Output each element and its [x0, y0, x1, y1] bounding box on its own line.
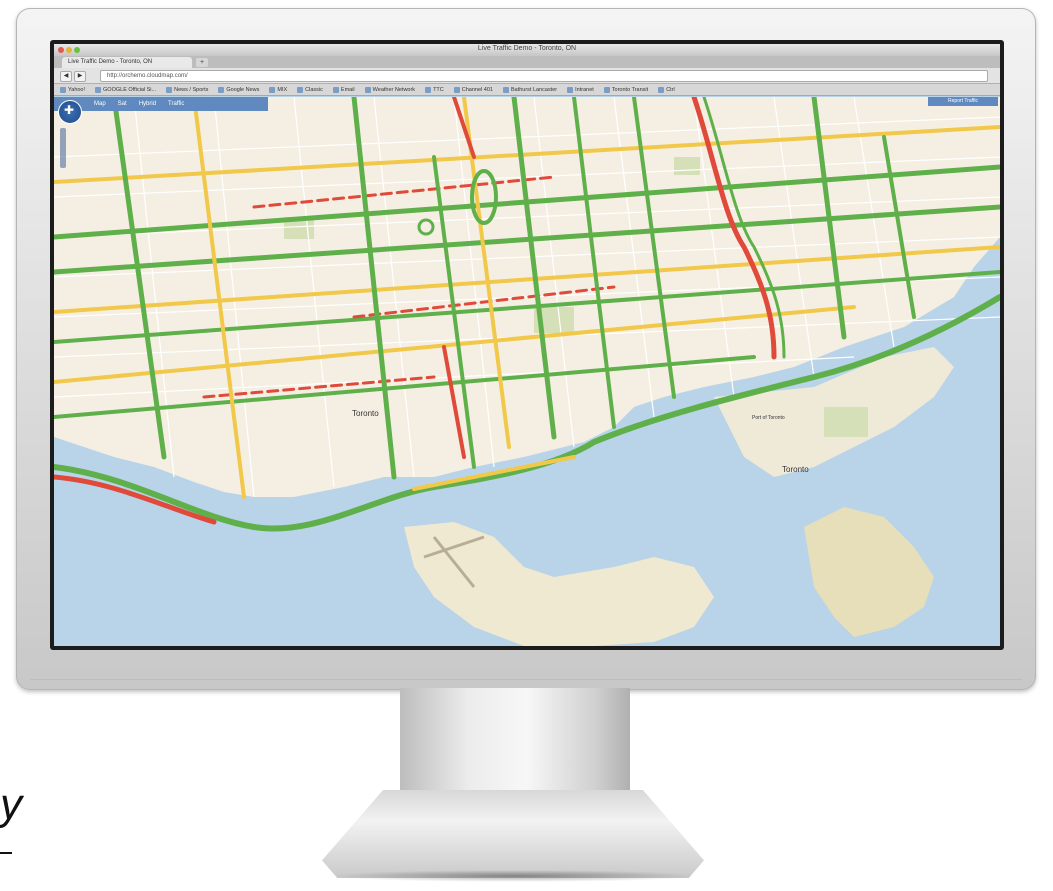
- bookmark-icon: [60, 86, 66, 93]
- map-mode-sat[interactable]: Sat: [117, 101, 127, 107]
- tab-bar: Live Traffic Demo - Toronto, ON +: [54, 56, 1000, 68]
- monitor: Live Traffic Demo - Toronto, ON Live Tra…: [16, 8, 1036, 690]
- map-mode-map[interactable]: Map: [94, 101, 106, 107]
- bookmark-item[interactable]: Classic: [297, 84, 323, 95]
- stand-shadow: [330, 870, 700, 882]
- bookmark-item[interactable]: MIX: [269, 84, 287, 95]
- pan-compass-icon[interactable]: [58, 100, 82, 124]
- bookmark-item[interactable]: TTC: [425, 84, 444, 95]
- monitor-chin: [30, 679, 1022, 680]
- map-label-toronto-east: Toronto: [782, 465, 809, 474]
- bookmark-item[interactable]: GOOGLE Official Si...: [95, 84, 156, 95]
- bookmark-item[interactable]: Bathurst Lancaster: [502, 84, 557, 95]
- bookmark-item[interactable]: Toronto Transit: [603, 84, 648, 95]
- bookmark-icon: [603, 86, 610, 93]
- bookmark-item[interactable]: Channel 401: [453, 84, 493, 95]
- park: [824, 407, 868, 437]
- monitor-stand-foot: [322, 790, 704, 878]
- bookmarks-bar: Yahoo! GOOGLE Official Si... News / Spor…: [54, 84, 1000, 96]
- bookmark-item[interactable]: News / Sports: [166, 84, 208, 95]
- zoom-slider[interactable]: [60, 128, 66, 168]
- bookmark-item[interactable]: Google News: [218, 84, 259, 95]
- bookmark-icon: [166, 86, 173, 93]
- close-window-button[interactable]: [58, 47, 64, 53]
- report-traffic-button[interactable]: Report Traffic: [928, 97, 998, 106]
- bookmark-icon: [95, 86, 102, 93]
- map-mode-traffic[interactable]: Traffic: [168, 101, 185, 107]
- window-title: Live Traffic Demo - Toronto, ON: [477, 45, 577, 52]
- map-label-toronto: Toronto: [352, 409, 379, 418]
- back-button[interactable]: ◀: [60, 71, 72, 82]
- bookmark-item[interactable]: Intranet: [567, 84, 594, 95]
- bookmark-icon: [658, 86, 665, 93]
- airport-runways: [423, 535, 485, 588]
- bookmark-item[interactable]: Yahoo!: [60, 84, 85, 95]
- traffic-overlay: [54, 97, 1000, 532]
- address-bar: ◀ ▶ http://orchemo.cloudmap.com/: [54, 68, 1000, 84]
- zoom-window-button[interactable]: [74, 47, 80, 53]
- bookmark-item[interactable]: Ctrl: [658, 84, 675, 95]
- forward-button[interactable]: ▶: [74, 71, 86, 82]
- url-input[interactable]: http://orchemo.cloudmap.com/: [100, 70, 988, 82]
- toronto-islands: [404, 522, 714, 646]
- bookmark-item[interactable]: Email: [332, 84, 355, 95]
- bookmark-icon: [218, 86, 225, 93]
- bookmark-icon: [332, 86, 339, 93]
- traffic-map[interactable]: Toronto Toronto Port of Toronto: [54, 97, 1000, 646]
- map-label-port: Port of Toronto: [752, 415, 785, 421]
- minimize-window-button[interactable]: [66, 47, 72, 53]
- edge-underline: [0, 852, 12, 854]
- bookmark-icon: [502, 86, 509, 93]
- bookmark-icon: [425, 86, 432, 93]
- bookmark-item[interactable]: Weather Network: [364, 84, 415, 95]
- map-toolbar: Map Sat Hybrid Traffic: [54, 97, 268, 111]
- bookmark-icon: [269, 86, 276, 93]
- bookmark-icon: [567, 86, 574, 93]
- screen: Live Traffic Demo - Toronto, ON Live Tra…: [54, 44, 1000, 646]
- bookmark-icon: [453, 86, 460, 93]
- tab-live-traffic[interactable]: Live Traffic Demo - Toronto, ON: [62, 57, 192, 68]
- monitor-stand-neck: [400, 688, 630, 798]
- map-canvas[interactable]: [54, 97, 1000, 646]
- map-mode-hybrid[interactable]: Hybrid: [138, 101, 157, 107]
- new-tab-button[interactable]: +: [196, 58, 208, 67]
- bookmark-icon: [364, 86, 371, 93]
- park: [674, 157, 700, 175]
- edge-glyph: y: [0, 780, 22, 829]
- bookmark-icon: [297, 86, 304, 93]
- leslie-spit: [804, 507, 934, 637]
